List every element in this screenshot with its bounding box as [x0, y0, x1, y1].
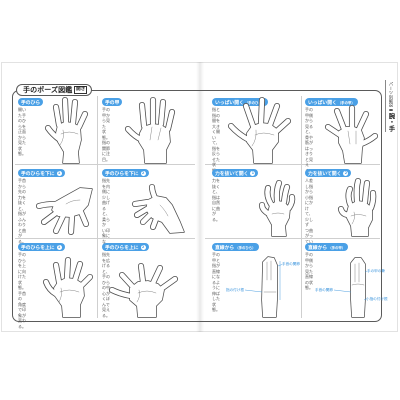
pose-description: 手のひらを上に向 けた状態。手首の 角度で印象が変わ る。: [18, 252, 26, 329]
pose-label-text: 直線から: [215, 245, 235, 251]
pose-label-sub: （手の甲）: [337, 100, 355, 105]
page-gutter: [196, 62, 204, 332]
pose-number-badge: 1: [250, 170, 256, 176]
pose-label: 手の甲: [102, 98, 123, 106]
divider-vertical-right: [301, 96, 302, 318]
side-tab-section: パーツ別解説: [389, 82, 394, 108]
pose-label-text: 手のひらを上に: [105, 245, 139, 251]
pose-description: 手の甲から見た 状態。指の関節 に注目。: [102, 107, 110, 162]
pose-label-text: 手のひらを下に: [21, 171, 55, 177]
pose-label: いっぱい開く（手のひら）: [212, 98, 269, 106]
pose-label: 手のひら: [18, 98, 44, 106]
pose-label-sub: （手のひら）: [244, 100, 266, 105]
circle-icon: [389, 109, 393, 112]
pose-label: 直線から（手のひら）: [212, 243, 259, 251]
pose-number-badge: 2: [343, 170, 349, 176]
pose-description: 手の甲側から 見ると、骨や 筋がはっきり と見える。: [305, 107, 313, 173]
pose-label-text: いっぱい開く: [308, 100, 337, 106]
divider-row1-right: [205, 164, 380, 165]
pose-description: 指と指の間を 大きく開いて、 指を反らせた 状態。: [212, 107, 220, 173]
pose-description: 手首から先の力を 抜くと、指がふん わりと曲がる。: [18, 178, 26, 244]
section-title: 手のポーズ図鑑: [23, 86, 73, 94]
divider-row2-right: [205, 238, 380, 239]
annotation-note: 手首の関節: [315, 288, 333, 292]
divider-vertical-left: [97, 96, 98, 318]
pose-label-sub: （手のひら）: [235, 245, 256, 250]
annotation-note: 小指の付け根: [366, 297, 388, 301]
pose-label-text: 手のひら: [21, 100, 41, 106]
pose-label-text: 力を抜いて開く: [308, 171, 342, 177]
pose-label-sub: （手の甲）: [328, 245, 346, 250]
section-header: 手のポーズ図鑑 開き: [16, 84, 93, 96]
pose-description: 指先を広げると、 手のひらの中心が くぼんで見える。: [102, 252, 110, 318]
side-tab-part: 腕・手: [387, 113, 395, 132]
annotation-note: 手首の関節: [282, 262, 300, 266]
pose-label: 直線から（手の甲）: [305, 243, 349, 251]
pose-description: 人差し指から小指 にかけて、少しず つ曲がっていく。: [305, 178, 313, 249]
section-badge: 開き: [74, 86, 88, 94]
divider-row2-left: [15, 238, 195, 239]
pose-label: いっぱい開く（手の甲）: [305, 98, 358, 106]
content-frame: [12, 90, 382, 322]
pose-label-text: 手のひらを下に: [105, 171, 139, 177]
pose-number-badge: 2: [140, 244, 146, 250]
pose-label-text: 直線から: [308, 245, 328, 251]
pose-description: 指先を内側に少し 曲げると、柔らか い印象になる。: [102, 178, 110, 249]
pose-number-badge: 1: [56, 170, 62, 176]
pose-label-text: 手のひらを上に: [21, 245, 55, 251]
pose-description: 手の甲と指が直線 になるように伸ば した状態。: [212, 252, 220, 312]
pose-label-text: 力を抜いて開く: [215, 171, 249, 177]
pose-description: 開いた手のひらを 正面から見た状態。: [18, 107, 26, 156]
side-tab: パーツ別解説 腕・手: [385, 80, 396, 132]
annotation-note: 手の甲の骨: [367, 269, 385, 273]
pose-label-text: いっぱい開く: [215, 100, 244, 106]
pose-number-badge: 2: [140, 170, 146, 176]
divider-row1-left: [15, 164, 195, 165]
pose-label-text: 手の甲: [105, 100, 120, 106]
annotation-note: 指の付け根: [226, 288, 244, 292]
pose-description: 手の甲側から見た 直線の状態。: [305, 252, 313, 290]
pose-description: 力を抜くと、指は 自然に曲がる。: [212, 178, 220, 222]
pose-number-badge: 1: [56, 244, 62, 250]
